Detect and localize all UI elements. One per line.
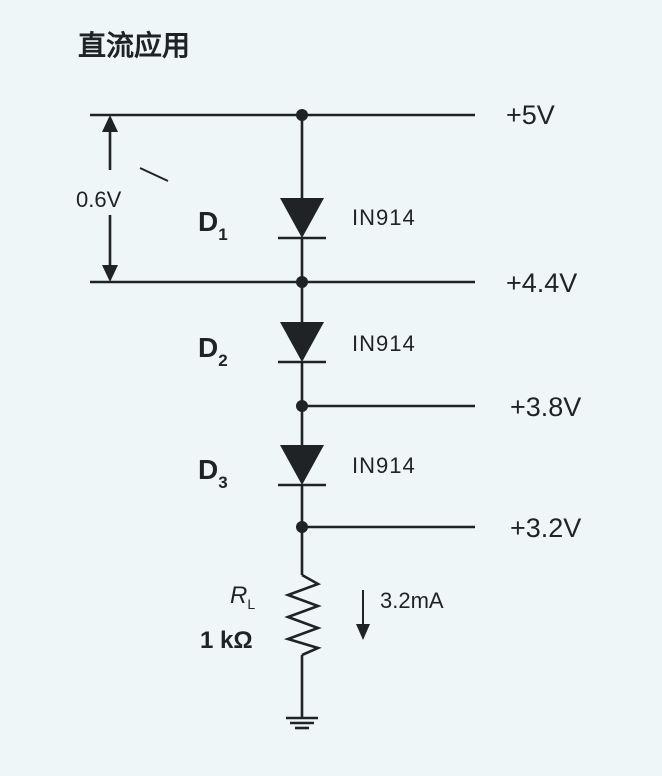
junction-dot — [296, 276, 308, 288]
diode-designator: D1 — [198, 206, 228, 244]
diode-d1 — [278, 198, 326, 240]
rail-voltage-label: +4.4V — [506, 268, 577, 298]
rail-voltage-label: +3.8V — [510, 392, 581, 422]
resistor-rl — [283, 573, 322, 657]
current-arrow — [356, 590, 370, 640]
junction-dot — [296, 521, 308, 533]
diode-d2 — [278, 322, 326, 364]
resistor-value: 1 kΩ — [200, 627, 253, 654]
diode-designator: D3 — [198, 454, 228, 492]
diode-d3 — [278, 445, 326, 487]
diode-part-label: IN914 — [352, 453, 416, 478]
current-label: 3.2mA — [380, 588, 444, 613]
rail-voltage-label: +5V — [506, 100, 555, 130]
voltage-drop-arrow — [102, 115, 169, 282]
rail-voltage-label: +3.2V — [510, 513, 581, 543]
resistor-designator: RL — [230, 582, 255, 612]
diagram-title: 直流应用 — [78, 29, 190, 62]
diode-designator: D2 — [198, 332, 228, 370]
diode-part-label: IN914 — [352, 205, 416, 230]
junction-dot — [296, 400, 308, 412]
junction-dot — [296, 109, 308, 121]
diode-part-label: IN914 — [352, 331, 416, 356]
ground-symbol — [286, 716, 318, 730]
voltage-drop-label: 0.6V — [76, 187, 122, 212]
